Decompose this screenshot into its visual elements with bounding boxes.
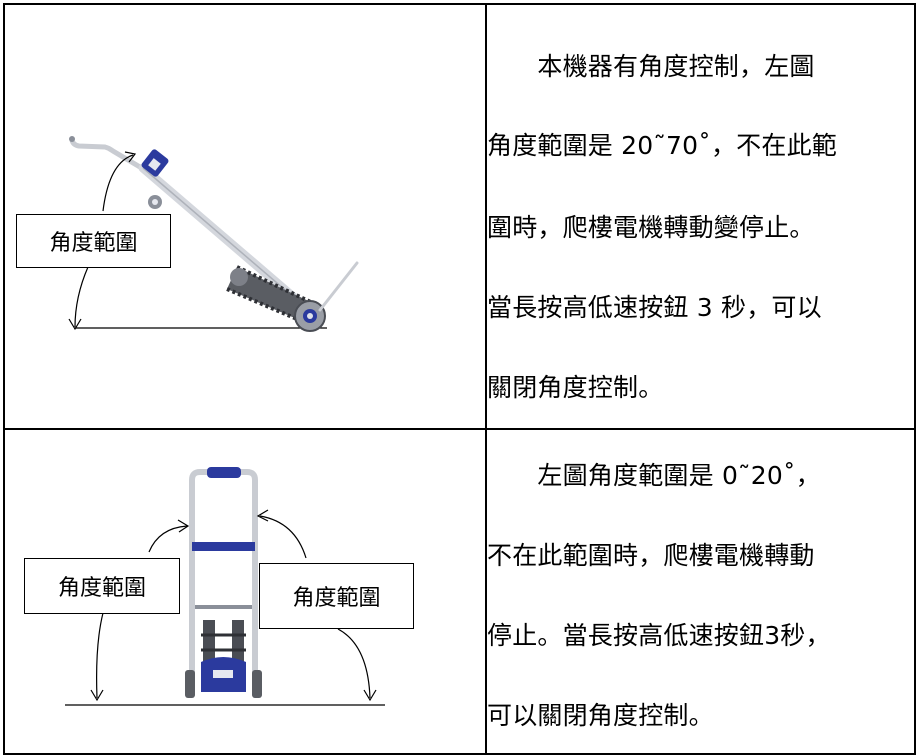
- paragraph-line: 停止。當長按高低速按鈕3秒，: [487, 621, 831, 650]
- table-border: [3, 3, 916, 755]
- row1-figure: 角度範圍: [5, 5, 485, 428]
- column-divider: [485, 3, 487, 755]
- row1-description: 本機器有角度控制，左圖 角度範圍是 20˜70˚，不在此範 圍時，爬樓電機轉動變…: [487, 5, 915, 428]
- row2-description: 左圖角度範圍是 0˜20˚， 不在此範圍時，爬樓電機轉動 停止。當長按高低速按鈕…: [487, 430, 915, 753]
- paragraph-line: 本機器有角度控制，左圖: [487, 52, 815, 81]
- paragraph-line: 左圖角度範圍是 0˜20˚，: [487, 461, 821, 490]
- stair-climber-upright-illustration: [65, 467, 385, 706]
- angle-range-label-right: 角度範圍: [259, 563, 414, 629]
- paragraph-line: 角度範圍是 20˜70˚，不在此範: [487, 131, 837, 160]
- angle-range-label: 角度範圍: [16, 214, 171, 268]
- row2-figure: 角度範圍 角度範圍: [5, 430, 485, 753]
- paragraph-line: 當長按高低速按鈕 3 秒，可以: [487, 293, 822, 322]
- paragraph-line: 可以關閉角度控制。: [487, 701, 714, 730]
- angle-range-label-left: 角度範圍: [24, 558, 180, 614]
- paragraph-line: 不在此範圍時，爬樓電機轉動: [487, 541, 815, 570]
- paragraph-line: 圍時，爬樓電機轉動變停止。: [487, 213, 815, 242]
- paragraph-line: 關閉角度控制。: [487, 373, 664, 402]
- row-divider: [3, 428, 916, 430]
- stair-climber-tilted-illustration: [68, 136, 359, 332]
